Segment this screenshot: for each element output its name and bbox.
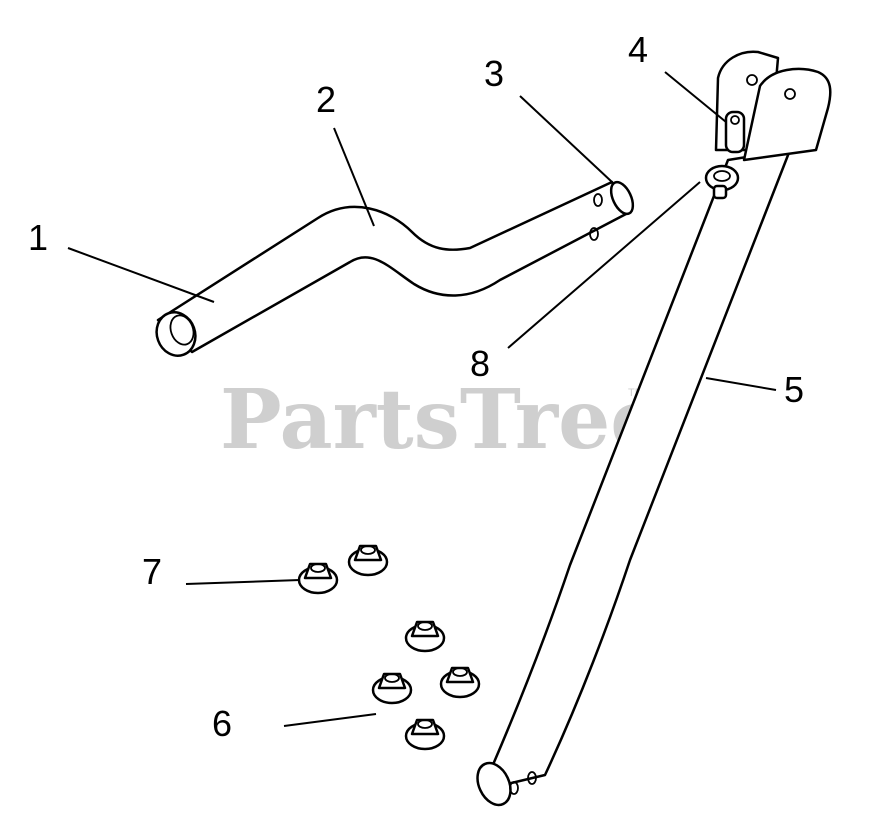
callout-5[interactable]: 5	[784, 369, 804, 410]
callout-4[interactable]: 4	[628, 29, 648, 70]
flange-nut-part-6[interactable]	[371, 620, 481, 751]
watermark-text: PartsTree	[220, 372, 662, 468]
leader-8	[507, 181, 701, 349]
bolt-part[interactable]	[704, 164, 740, 200]
callout-6[interactable]: 6	[212, 703, 232, 744]
callout-7[interactable]: 7	[142, 551, 162, 592]
leader-2	[333, 127, 375, 227]
callout-8[interactable]: 8	[470, 343, 490, 384]
leader-1	[67, 247, 215, 303]
leader-5	[705, 377, 777, 391]
callout-2[interactable]: 2	[316, 79, 336, 120]
bracket-part[interactable]	[714, 50, 832, 162]
callout-1[interactable]: 1	[28, 217, 48, 258]
leader-4	[664, 71, 727, 123]
leader-7	[185, 579, 301, 585]
handle-tube-part[interactable]	[151, 179, 638, 361]
leader-6	[283, 713, 377, 727]
flange-nut-part-7[interactable]	[297, 544, 389, 595]
callout-3[interactable]: 3	[484, 53, 504, 94]
leader-3	[519, 95, 613, 183]
lower-tube-part[interactable]	[471, 148, 792, 810]
